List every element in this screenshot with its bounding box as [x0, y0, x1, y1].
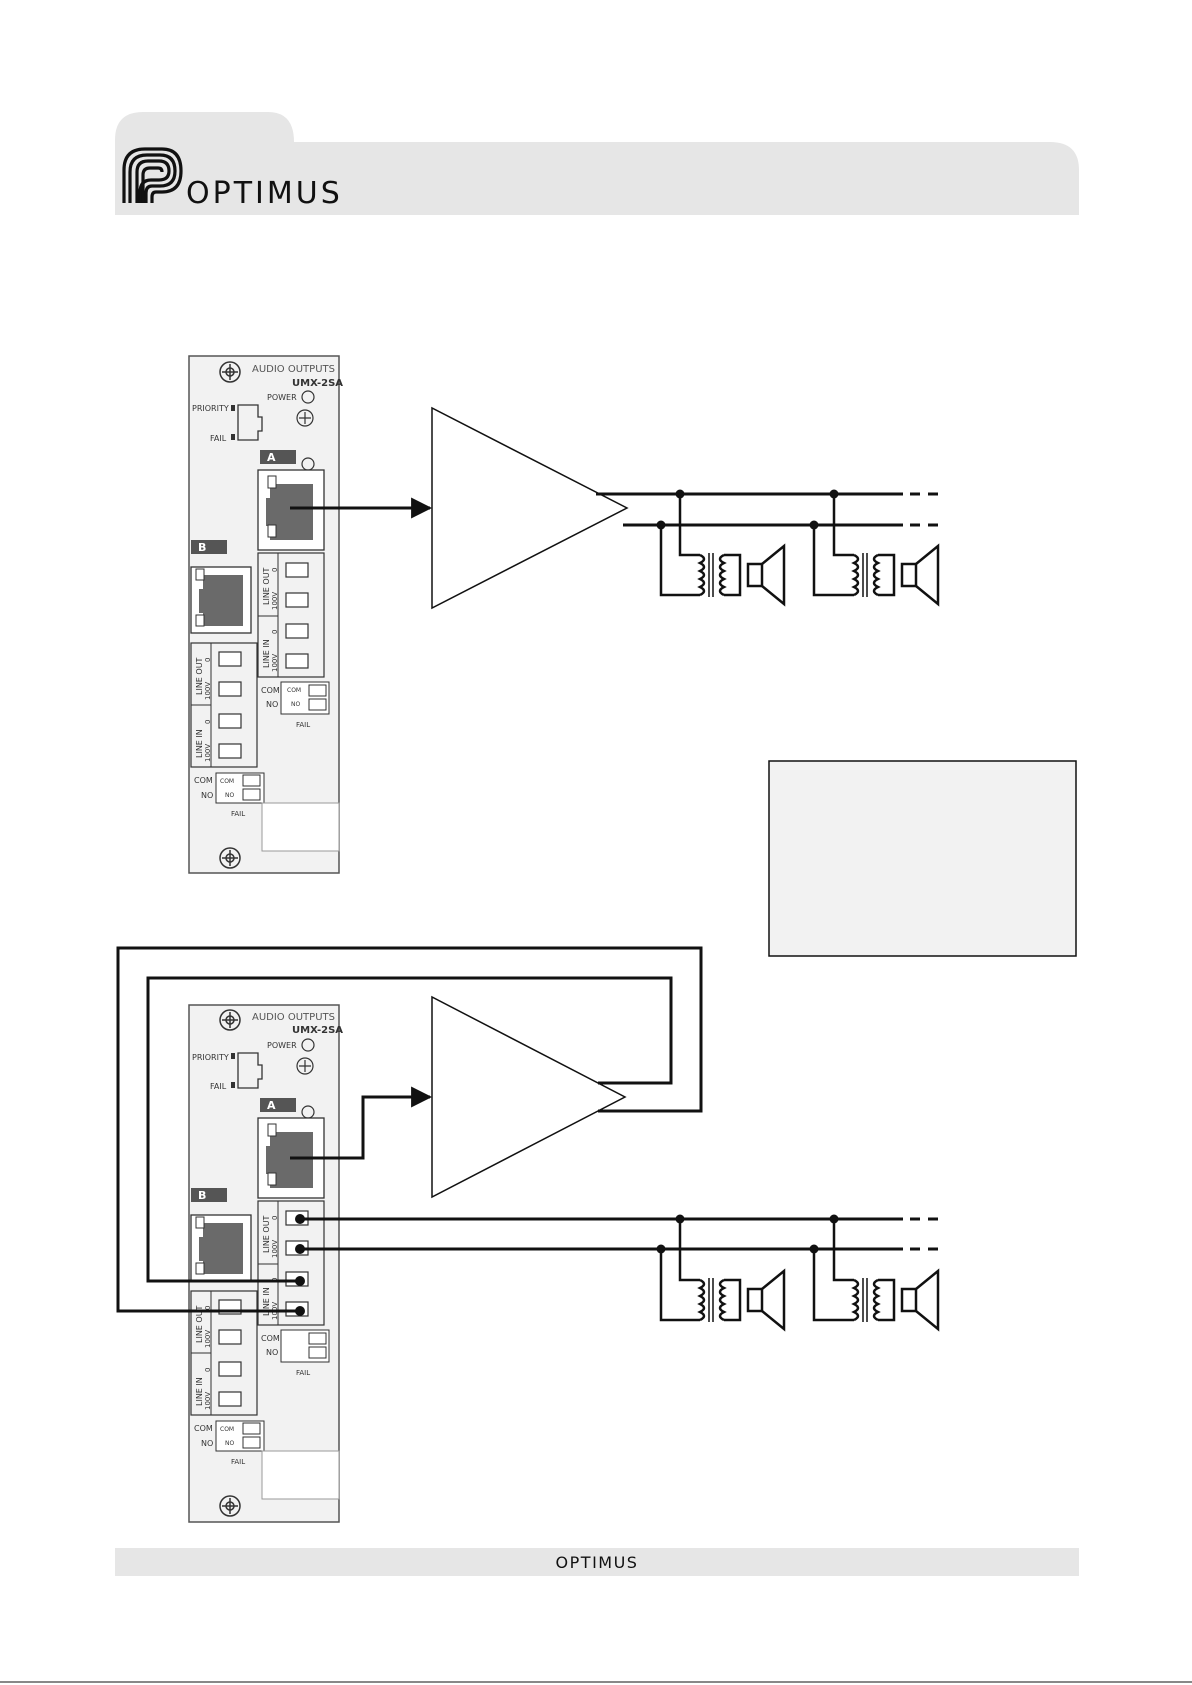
line-out-label: LINE OUT — [195, 1305, 204, 1343]
module-section-title: AUDIO OUTPUTS — [252, 1012, 335, 1023]
channel-b-label: B — [198, 1189, 206, 1202]
no-label: NO — [225, 1440, 234, 1447]
umx-2sa-module-top: AUDIO OUTPUTS UMX-2SA POWER PRIORITY FAI… — [188, 355, 343, 874]
com-label: COM — [287, 687, 301, 694]
100v-label: 100V — [204, 682, 212, 700]
line-in-label: LINE IN — [195, 729, 204, 758]
channel-a-label: A — [267, 1099, 276, 1112]
amp-output-loop-outer — [116, 946, 703, 1313]
optimus-logo-icon — [122, 147, 183, 203]
line-out-label: LINE OUT — [262, 567, 271, 605]
line-in-label: LINE IN — [262, 1287, 271, 1316]
0-label: 0 — [271, 1216, 279, 1220]
relay-connector — [237, 1052, 263, 1089]
power-label: POWER — [267, 393, 297, 402]
diagram-1-wiring — [290, 406, 938, 610]
page-header: OPTIMUS — [115, 112, 1079, 215]
module-label-plate — [261, 1450, 340, 1500]
power-label: POWER — [267, 1041, 297, 1050]
no-label: NO — [291, 701, 300, 708]
power-led-icon — [301, 1038, 315, 1052]
speaker-with-transformer-icon — [812, 494, 940, 607]
com-label: COM — [220, 1426, 234, 1433]
amplifier-triangle — [431, 995, 627, 1199]
100v-label: 100V — [204, 1392, 212, 1410]
rj45-jack-b — [190, 566, 252, 634]
100v-label: 100V — [204, 744, 212, 762]
module-label-plate — [261, 802, 340, 852]
0-label: 0 — [271, 630, 279, 634]
0-label: 0 — [204, 1306, 212, 1310]
com-label: COM — [261, 686, 280, 695]
diagram-2-wiring — [116, 946, 938, 1316]
terminal-block-a: LINE OUT 100V 0 LINE IN 100V 0 — [257, 552, 325, 678]
screw-icon — [219, 1009, 241, 1031]
no-label: NO — [225, 792, 234, 799]
relay-connector — [237, 404, 263, 441]
amp-output-loop-inner — [146, 976, 673, 1283]
fail-label: FAIL — [296, 1369, 310, 1377]
no-label: NO — [201, 1439, 213, 1448]
rj45-jack-b — [190, 1214, 252, 1282]
fail-label: FAIL — [210, 434, 227, 443]
screw-icon — [219, 847, 241, 869]
signal-wire — [290, 1086, 433, 1160]
ground-icon — [296, 1057, 314, 1075]
channel-b-label: B — [198, 541, 206, 554]
speaker-with-transformer-icon — [659, 1219, 786, 1332]
line-out-label: LINE OUT — [262, 1215, 271, 1253]
line-out-label: LINE OUT — [195, 657, 204, 695]
header-brand-wordmark: OPTIMUS — [186, 176, 343, 211]
no-label: NO — [266, 700, 278, 709]
fail-relay-b: COM COM NO NO FAIL — [194, 772, 265, 818]
info-box — [768, 760, 1077, 957]
com-label: COM — [220, 778, 234, 785]
line-in-label: LINE IN — [262, 639, 271, 668]
fail-label: FAIL — [231, 810, 245, 818]
0-label: 0 — [204, 1368, 212, 1372]
module-model: UMX-2SA — [292, 1025, 343, 1036]
module-section-title: AUDIO OUTPUTS — [252, 364, 335, 375]
100v-label: 100V — [271, 1240, 279, 1258]
rj45-jack-a — [257, 469, 325, 551]
amplifier-triangle — [431, 406, 629, 610]
fail-label: FAIL — [296, 721, 310, 729]
fail-label: FAIL — [210, 1082, 227, 1091]
page-footer: OPTIMUS — [115, 1548, 1079, 1576]
speaker-with-transformer-icon — [812, 1219, 940, 1332]
100v-label: 100V — [271, 592, 279, 610]
speaker-with-transformer-icon — [659, 494, 786, 607]
0-label: 0 — [204, 720, 212, 724]
dash-continuation — [910, 1217, 938, 1251]
footer-brand-wordmark: OPTIMUS — [556, 1553, 639, 1572]
channel-a-label: A — [267, 451, 276, 464]
screw-icon — [219, 1495, 241, 1517]
module-model: UMX-2SA — [292, 378, 343, 389]
0-label: 0 — [204, 658, 212, 662]
screw-icon — [219, 361, 241, 383]
dash-continuation — [910, 492, 938, 527]
100v-label: 100V — [204, 1330, 212, 1348]
com-label: COM — [194, 1424, 213, 1433]
fail-relay-a: COM NO FAIL — [261, 1329, 330, 1377]
no-label: NO — [266, 1348, 278, 1357]
terminal-block-b: LINE OUT 100V 0 LINE IN 100V 0 — [190, 642, 258, 768]
line-in-label: LINE IN — [195, 1377, 204, 1406]
fail-label: FAIL — [231, 1458, 245, 1466]
ground-icon — [296, 409, 314, 427]
power-led-icon — [301, 390, 315, 404]
com-label: COM — [261, 1334, 280, 1343]
fail-relay-a: COM COM NO NO FAIL — [261, 681, 330, 729]
no-label: NO — [201, 791, 213, 800]
100v-label: 100V — [271, 654, 279, 672]
priority-label: PRIORITY — [192, 404, 229, 413]
0-label: 0 — [271, 568, 279, 572]
umx-2sa-module-bottom: AUDIO OUTPUTS UMX-2SA POWER PRIORITY FAI… — [188, 1004, 343, 1523]
priority-label: PRIORITY — [192, 1053, 229, 1062]
fail-relay-b: COM COM NO NO FAIL — [194, 1420, 265, 1466]
com-label: COM — [194, 776, 213, 785]
